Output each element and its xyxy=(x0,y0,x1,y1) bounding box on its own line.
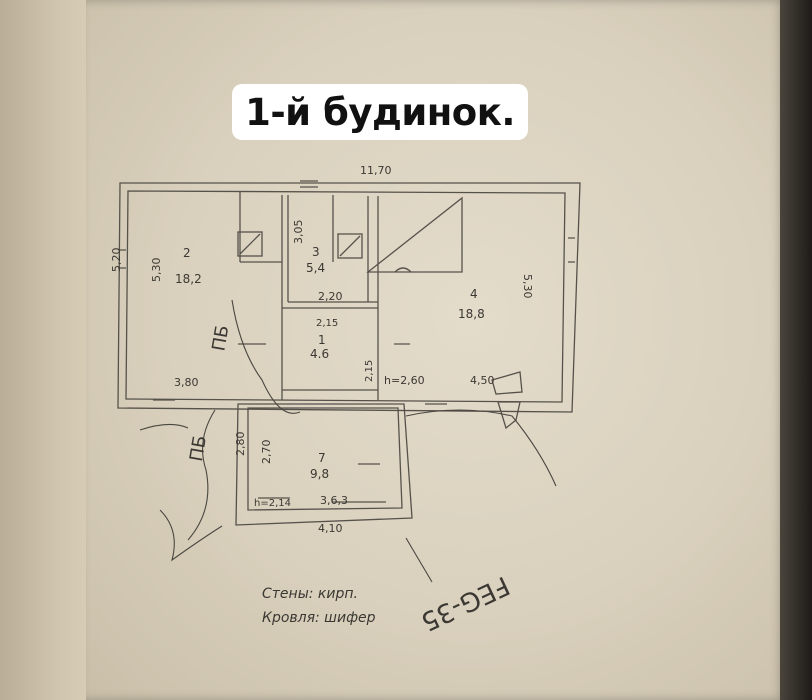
annex-inner-wall xyxy=(247,407,403,511)
room-7-ceiling: h=2,14 xyxy=(254,498,291,509)
annex-width-label: 4,10 xyxy=(318,522,343,535)
room-2-height: 5,30 xyxy=(150,258,163,283)
scribbles xyxy=(139,299,557,583)
window-mark xyxy=(568,237,575,263)
stair-block xyxy=(366,196,463,273)
inner-wall xyxy=(125,190,566,403)
room-3-width: 2,20 xyxy=(318,290,343,303)
room-7-width: 3,6,3 xyxy=(320,494,348,507)
scribble-line xyxy=(139,423,189,431)
overall-width-label: 11,70 xyxy=(360,164,392,177)
window-mark xyxy=(300,180,318,188)
left-height-label: 5,20 xyxy=(110,248,123,273)
room-4-area: 18,8 xyxy=(458,307,485,321)
stove-box xyxy=(337,233,363,259)
left-page xyxy=(0,0,92,700)
room-4-width: 4,50 xyxy=(470,374,495,387)
scribble-line xyxy=(405,537,433,583)
room-4-ceiling: h=2,60 xyxy=(384,374,425,387)
stove-box xyxy=(237,231,263,257)
stair-arc xyxy=(394,267,412,273)
stove-diagonal xyxy=(239,233,261,255)
window-mark xyxy=(118,249,126,269)
scribble-text: ПБ xyxy=(208,324,233,353)
page-title: 1-й будинок. xyxy=(245,90,515,134)
title-label: 1-й будинок. xyxy=(232,84,528,140)
scribble-line xyxy=(159,509,223,562)
room-3-area: 5,4 xyxy=(306,261,325,275)
room-7-area: 9,8 xyxy=(310,467,329,481)
room-4-height: 5,30 xyxy=(521,274,534,299)
dimension-line xyxy=(258,497,386,503)
annex-outer-depth-label: 2,80 xyxy=(234,432,247,457)
annex-outer-wall xyxy=(235,403,413,526)
room-1-number: 1 xyxy=(318,333,326,347)
room-7-depth: 2,70 xyxy=(260,440,273,465)
page-edge-shadow xyxy=(780,0,812,700)
scribble-line xyxy=(187,409,216,541)
scribble-line xyxy=(405,409,557,487)
room-2-area: 18,2 xyxy=(175,272,202,286)
scribble-line xyxy=(231,299,301,414)
room-1-depth: 2,15 xyxy=(364,360,375,382)
room-1-width: 2,15 xyxy=(316,318,338,329)
room-4-number: 4 xyxy=(470,287,478,301)
walls-note: Стены: кирп. xyxy=(262,586,358,602)
room-2-width: 3,80 xyxy=(174,376,199,389)
room-3-number: 3 xyxy=(312,245,320,259)
room-1-area: 4.6 xyxy=(310,347,329,361)
room-3-depth: 3,05 xyxy=(292,220,305,245)
scribble-text: ПБ xyxy=(186,434,211,463)
porch xyxy=(491,371,523,395)
porch-step xyxy=(497,401,521,430)
outer-wall xyxy=(117,182,581,413)
roof-note: Кровля: шифер xyxy=(262,610,376,626)
stove-diagonal xyxy=(339,235,361,257)
room-7-number: 7 xyxy=(318,451,326,465)
room-2-number: 2 xyxy=(183,246,191,260)
